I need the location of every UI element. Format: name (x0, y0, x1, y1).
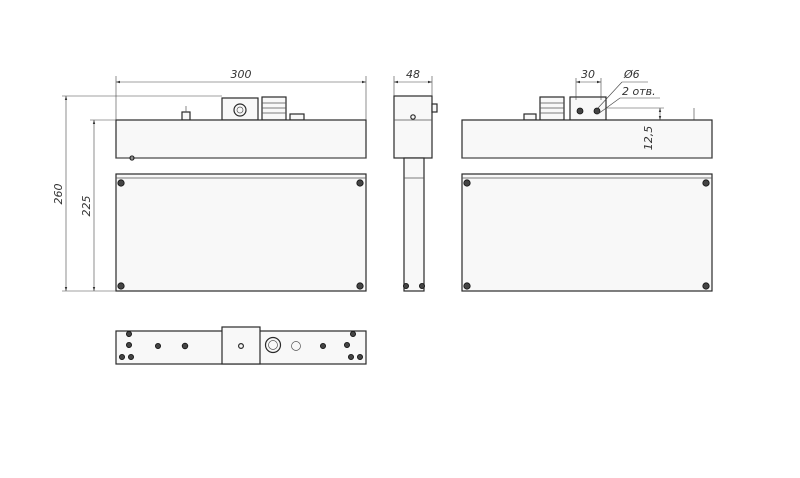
screw-icon (127, 353, 134, 360)
screw-icon (126, 330, 133, 337)
top-round-cap (291, 341, 301, 351)
screw-icon (117, 282, 125, 290)
dim-side-depth: 48 (406, 68, 420, 81)
screw-icon (463, 282, 471, 290)
rear-body (461, 173, 713, 292)
screw-icon (418, 282, 425, 289)
rear-dimensions: 30 Ø6 2 отв. 12,5 (575, 68, 664, 151)
rear-lid (461, 119, 713, 159)
screw-icon (702, 179, 710, 187)
mount-hole-icon (576, 107, 584, 115)
top-view (115, 326, 367, 365)
dim-offset: 12,5 (642, 126, 655, 151)
screw-icon (347, 353, 354, 360)
connector-socket (233, 103, 247, 117)
front-body (115, 173, 367, 292)
side-lid (393, 95, 433, 159)
connector-box (221, 97, 259, 121)
screw-icon (702, 282, 710, 290)
screw-icon (154, 342, 161, 349)
screw-icon (349, 330, 356, 337)
dim-front-width: 300 (231, 68, 252, 81)
front-view (115, 96, 367, 292)
dim-hole-spacing: 30 (581, 68, 595, 81)
front-dimensions: 300 260 225 (52, 68, 367, 292)
side-body (403, 157, 425, 292)
cable-gland (261, 96, 287, 121)
screw-icon (356, 353, 363, 360)
dim-hole-diameter: Ø6 (623, 68, 640, 81)
rear-cable-gland (539, 96, 565, 121)
dim-total-height: 260 (52, 184, 65, 205)
mounting-bracket (569, 96, 607, 121)
side-dimensions: 48 (393, 68, 433, 96)
side-view (393, 95, 438, 292)
screw-icon (319, 342, 326, 349)
dim-hole-count: 2 отв. (622, 85, 656, 98)
screw-icon (356, 179, 364, 187)
top-connector-box (221, 326, 261, 365)
screw-icon (181, 342, 189, 350)
screw-icon (463, 179, 471, 187)
top-cable-gland (264, 336, 282, 354)
dim-body-height: 225 (80, 196, 93, 217)
screw-icon (356, 282, 364, 290)
screw-icon (117, 179, 125, 187)
screw-icon (119, 353, 126, 360)
rear-view (461, 96, 713, 292)
screw-icon (402, 282, 409, 289)
screw-icon (343, 341, 350, 348)
screw-icon (126, 341, 133, 348)
mount-hole-icon (593, 107, 601, 115)
front-lid (115, 119, 367, 159)
